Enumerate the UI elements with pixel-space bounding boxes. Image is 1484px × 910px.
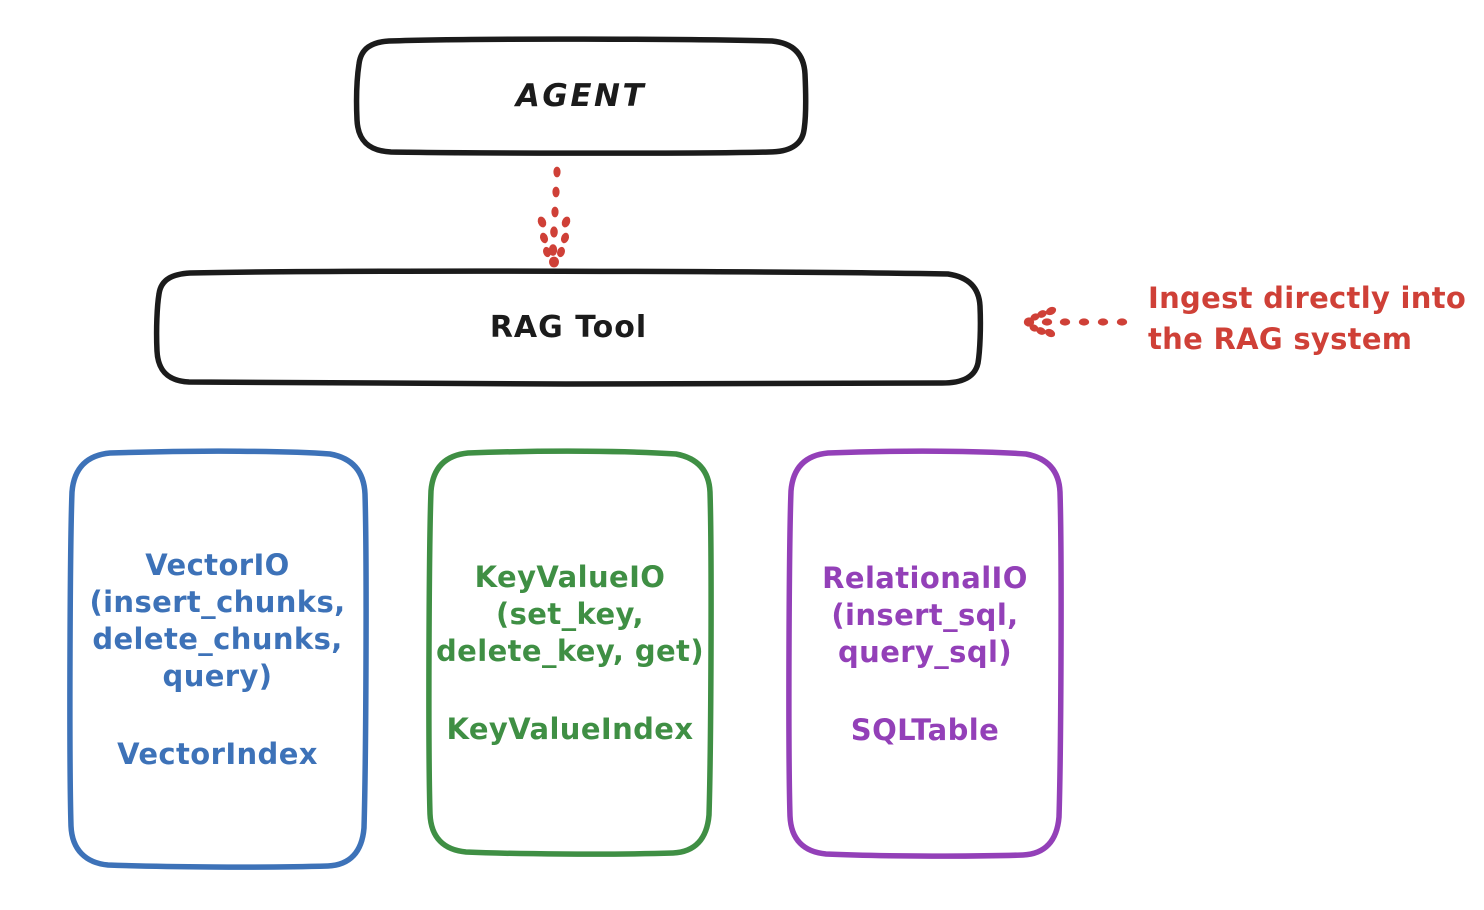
ingest-dotted-arrow xyxy=(1023,306,1128,338)
agent-to-rag-dotted-arrow xyxy=(537,166,571,268)
rag-tool-box-shape[interactable] xyxy=(153,268,984,387)
agent-box-shape[interactable] xyxy=(353,36,809,156)
relational-io-box-shape[interactable] xyxy=(786,448,1064,859)
vector-io-box-shape[interactable] xyxy=(67,448,369,870)
key-value-io-box-shape[interactable] xyxy=(426,448,714,857)
